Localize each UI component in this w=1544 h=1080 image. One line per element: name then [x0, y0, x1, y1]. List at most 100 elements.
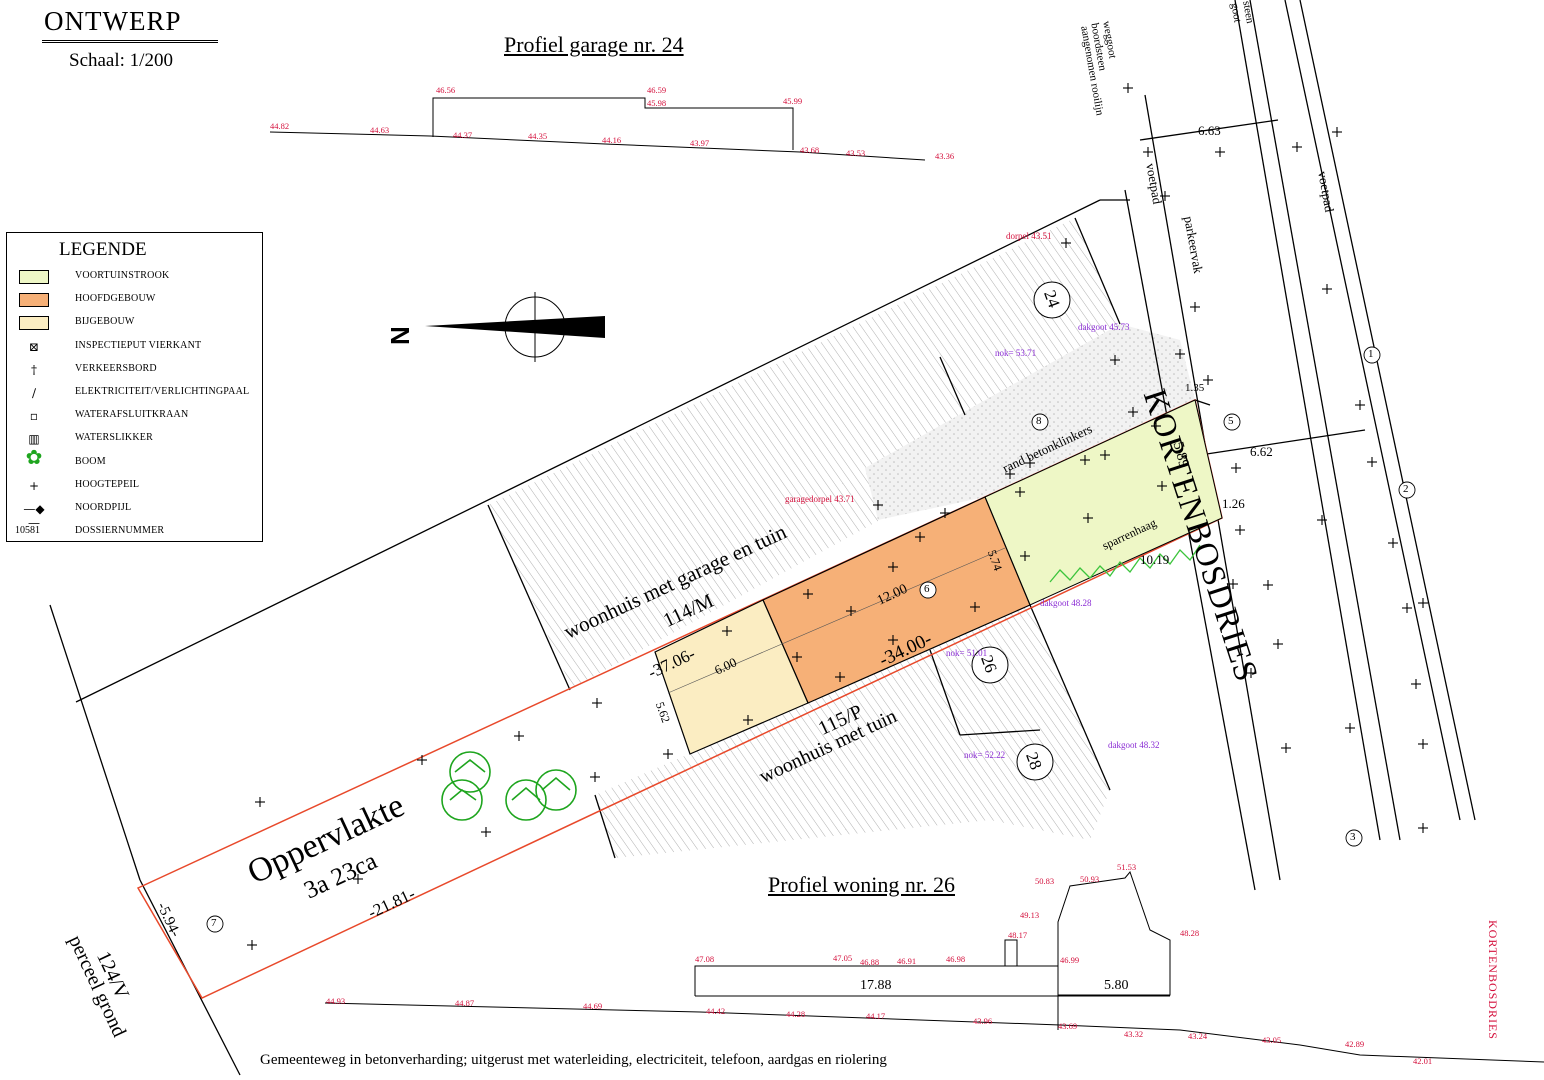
- garage-threshold: garagedorpel 43.71: [785, 494, 855, 504]
- hedge-line: [1049, 544, 1201, 583]
- house-profile-level: 46.91: [897, 956, 916, 966]
- legend-item: VOORTUINSTROOK: [7, 267, 262, 289]
- garage-profile-level: 46.56: [436, 85, 455, 95]
- svg-text:N: N: [385, 326, 415, 345]
- drain-icon: ▥: [28, 432, 40, 447]
- house-profile-ground-level: 43.24: [1188, 1031, 1208, 1041]
- marker-8-text: 8: [1036, 415, 1042, 427]
- house-number-28: [1016, 743, 1054, 781]
- garage-profile-level: 44.35: [528, 131, 547, 141]
- marker-3-text: 3: [1350, 831, 1356, 843]
- marker-7: [206, 915, 224, 933]
- cobblestone-driveway: [865, 324, 1195, 520]
- legend-title: LEGENDE: [59, 239, 147, 260]
- house-number-24: [1033, 281, 1071, 319]
- water-valve-icon: ▫: [29, 409, 39, 424]
- house-profile-level: 48.28: [1180, 928, 1199, 938]
- legend-item: ✿ BOOM: [7, 444, 262, 475]
- neighbour-parcel-24: [488, 218, 1120, 688]
- legend-swatch: [19, 293, 49, 308]
- dim-offset: 1.26: [1222, 496, 1245, 511]
- legend-swatch: [19, 270, 49, 284]
- road-description: Gemeenteweg in betonverharding; uitgerus…: [260, 1052, 887, 1068]
- marker-6: [919, 581, 937, 599]
- tree-icon: ✿: [25, 444, 43, 469]
- dim-front-yard: 10.19: [1140, 552, 1170, 567]
- profile-garage-line: [269, 97, 926, 161]
- house-profile-ground-level: 42.89: [1345, 1039, 1364, 1049]
- house-profile-ground-level: 43.32: [1124, 1029, 1143, 1039]
- legend-item: ⊠ INSPECTIEPUT VIERKANT: [7, 337, 262, 359]
- dim-profile-house: 17.88: [860, 978, 892, 993]
- marker-2: [1398, 481, 1416, 499]
- house-profile-level: 50.83: [1035, 876, 1054, 886]
- legend-item: BIJGEBOUW: [7, 313, 262, 335]
- roof-ridge-26: nok= 51.01: [946, 648, 988, 658]
- house-profile-level: 51.53: [1117, 862, 1136, 872]
- house-profile-level: 48.17: [1008, 930, 1027, 940]
- house-profile-ground-level: 43.96: [973, 1016, 992, 1026]
- house-number-26: [971, 646, 1009, 684]
- title-underline: [42, 40, 218, 43]
- lamp-post-icon: ∕: [31, 386, 37, 400]
- legend-label: HOOGTEPEIL: [75, 478, 140, 490]
- roof-ridge-24: nok= 53.71: [995, 348, 1037, 358]
- garage-profile-level: 44.37: [453, 130, 472, 140]
- profile-garage-title: Profiel garage nr. 24: [504, 32, 684, 57]
- legend-item: ∕ELEKTRICITEIT/VERLICHTINGPAAL: [7, 383, 262, 405]
- inspection-icon: ⊠: [28, 339, 40, 354]
- annex-building: [654, 599, 809, 755]
- legend-swatch: [19, 316, 49, 331]
- height-mark-icon: +: [28, 478, 40, 493]
- legend-label: WATERAFSLUITKRAAN: [75, 409, 189, 421]
- roof-ridge-28: nok= 52.22: [964, 750, 1006, 760]
- marker-8: [1031, 413, 1049, 431]
- dim-profile-front: 5.80: [1104, 978, 1129, 993]
- dim-road-width-2: 6.62: [1250, 444, 1273, 459]
- door-threshold: dorpel 43.51: [1006, 231, 1052, 241]
- marker-1: [1363, 346, 1381, 364]
- profile-house-title: Profiel woning nr. 26: [768, 872, 955, 897]
- house-profile-level: 46.99: [1060, 955, 1079, 965]
- garage-profile-level: 43.53: [846, 148, 865, 158]
- drawing-scale: Schaal: 1/200: [69, 50, 173, 71]
- legend-code: 10581: [15, 525, 40, 537]
- drawing-title: ONTWERP: [44, 6, 182, 36]
- dim-road-width-1: 6.63: [1198, 123, 1221, 138]
- roof-gutter-24: dakgoot 45.73: [1078, 322, 1130, 332]
- house-profile-ground-level: 43.05: [1262, 1035, 1281, 1045]
- house-profile-level: 46.98: [946, 954, 965, 964]
- house-profile-ground-level: 44.28: [786, 1009, 805, 1019]
- house-profile-level: 50.93: [1080, 874, 1099, 884]
- house-profile-level: 47.08: [695, 954, 714, 964]
- house-profile-ground-level: 44.87: [455, 998, 474, 1008]
- legend-label: DOSSIERNUMMER: [75, 525, 165, 537]
- marker-5: [1223, 413, 1241, 431]
- dim-offset-2: 1.35: [1185, 382, 1205, 394]
- roof-gutter-26: dakgoot 48.28: [1040, 598, 1092, 608]
- legend-label: INSPECTIEPUT VIERKANT: [75, 339, 202, 351]
- marker-2-text: 2: [1403, 483, 1409, 495]
- profile-house-line: [324, 870, 1544, 1063]
- garage-profile-level: 44.16: [602, 135, 621, 145]
- legend-label: BIJGEBOUW: [75, 316, 135, 328]
- legend-item: 10581 DOSSIERNUMMER: [7, 522, 262, 544]
- garage-profile-level: 44.63: [370, 125, 389, 135]
- street-name-vertical: KORTENBOSDRIES: [1486, 920, 1500, 1040]
- legend-label: BOOM: [75, 455, 106, 467]
- marker-7-text: 7: [211, 917, 217, 929]
- garage-profile-level: 43.97: [690, 138, 709, 148]
- legend-label: NOORDPIJL: [75, 502, 132, 513]
- garage-profile-level: 45.99: [783, 96, 802, 106]
- garage-profile-level: 44.82: [270, 121, 289, 131]
- garage-profile-level: 43.68: [800, 145, 819, 155]
- marker-1-text: 1: [1368, 348, 1374, 360]
- north-arrow-icon: N: [385, 292, 605, 362]
- house-profile-level: 47.05: [833, 953, 852, 963]
- marker-3: [1345, 829, 1363, 847]
- house-profile-ground-level: 43.69: [1058, 1021, 1077, 1031]
- legend-label: VOORTUINSTROOK: [75, 270, 170, 281]
- legend-label: WATERSLIKKER: [75, 432, 153, 444]
- house-profile-ground-level: 44.93: [326, 996, 345, 1006]
